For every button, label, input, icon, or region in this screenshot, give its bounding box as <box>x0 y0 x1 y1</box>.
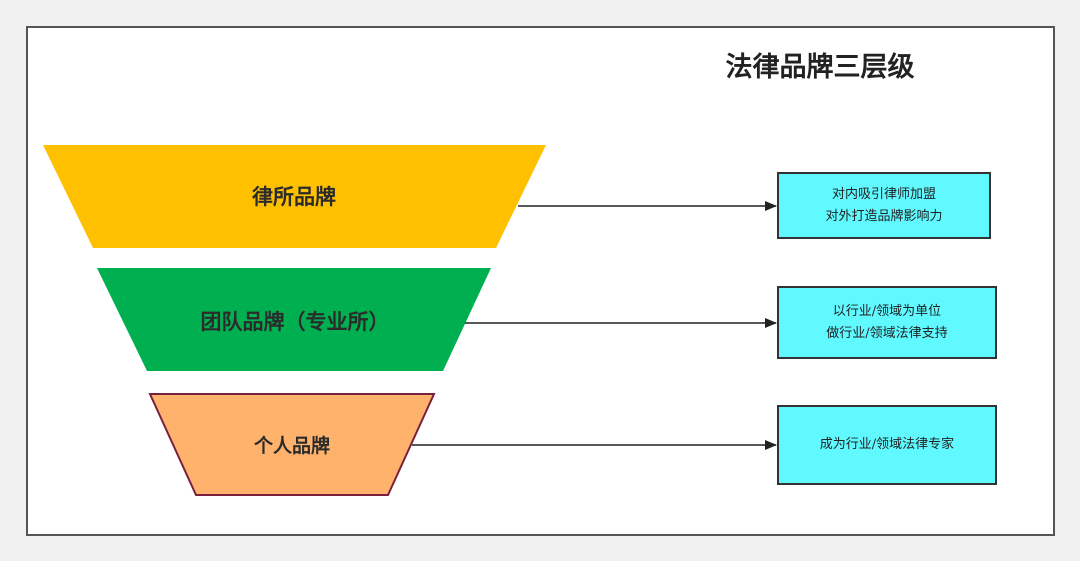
diagram-title: 法律品牌三层级 <box>725 52 915 83</box>
tier-1-description-box: 对内吸引律师加盟 对外打造品牌影响力 <box>777 172 991 239</box>
tier-2-trapezoid <box>97 268 491 371</box>
tier-3-trapezoid <box>148 393 436 496</box>
tier-1-trapezoid <box>43 145 546 248</box>
tier-3-label: 个人品牌 <box>253 435 330 457</box>
tier-3-description-line-1: 成为行业/领域法律专家 <box>819 437 955 452</box>
tier-2-description-line-1: 以行业/领域为单位 <box>832 303 942 319</box>
tier-2-label: 团队品牌（专业所） <box>200 309 390 334</box>
tier-2-description-box: 以行业/领域为单位 做行业/领域法律支持 <box>777 286 997 359</box>
tier-3-description-box: 成为行业/领域法律专家 <box>777 405 997 485</box>
tier-2-description-line-2: 做行业/领域法律支持 <box>826 325 948 341</box>
tier-1-description-line-1: 对内吸引律师加盟 <box>831 186 936 202</box>
tier-1-label: 律所品牌 <box>252 184 336 209</box>
tier-1-description-line-2: 对外打造品牌影响力 <box>825 208 943 224</box>
